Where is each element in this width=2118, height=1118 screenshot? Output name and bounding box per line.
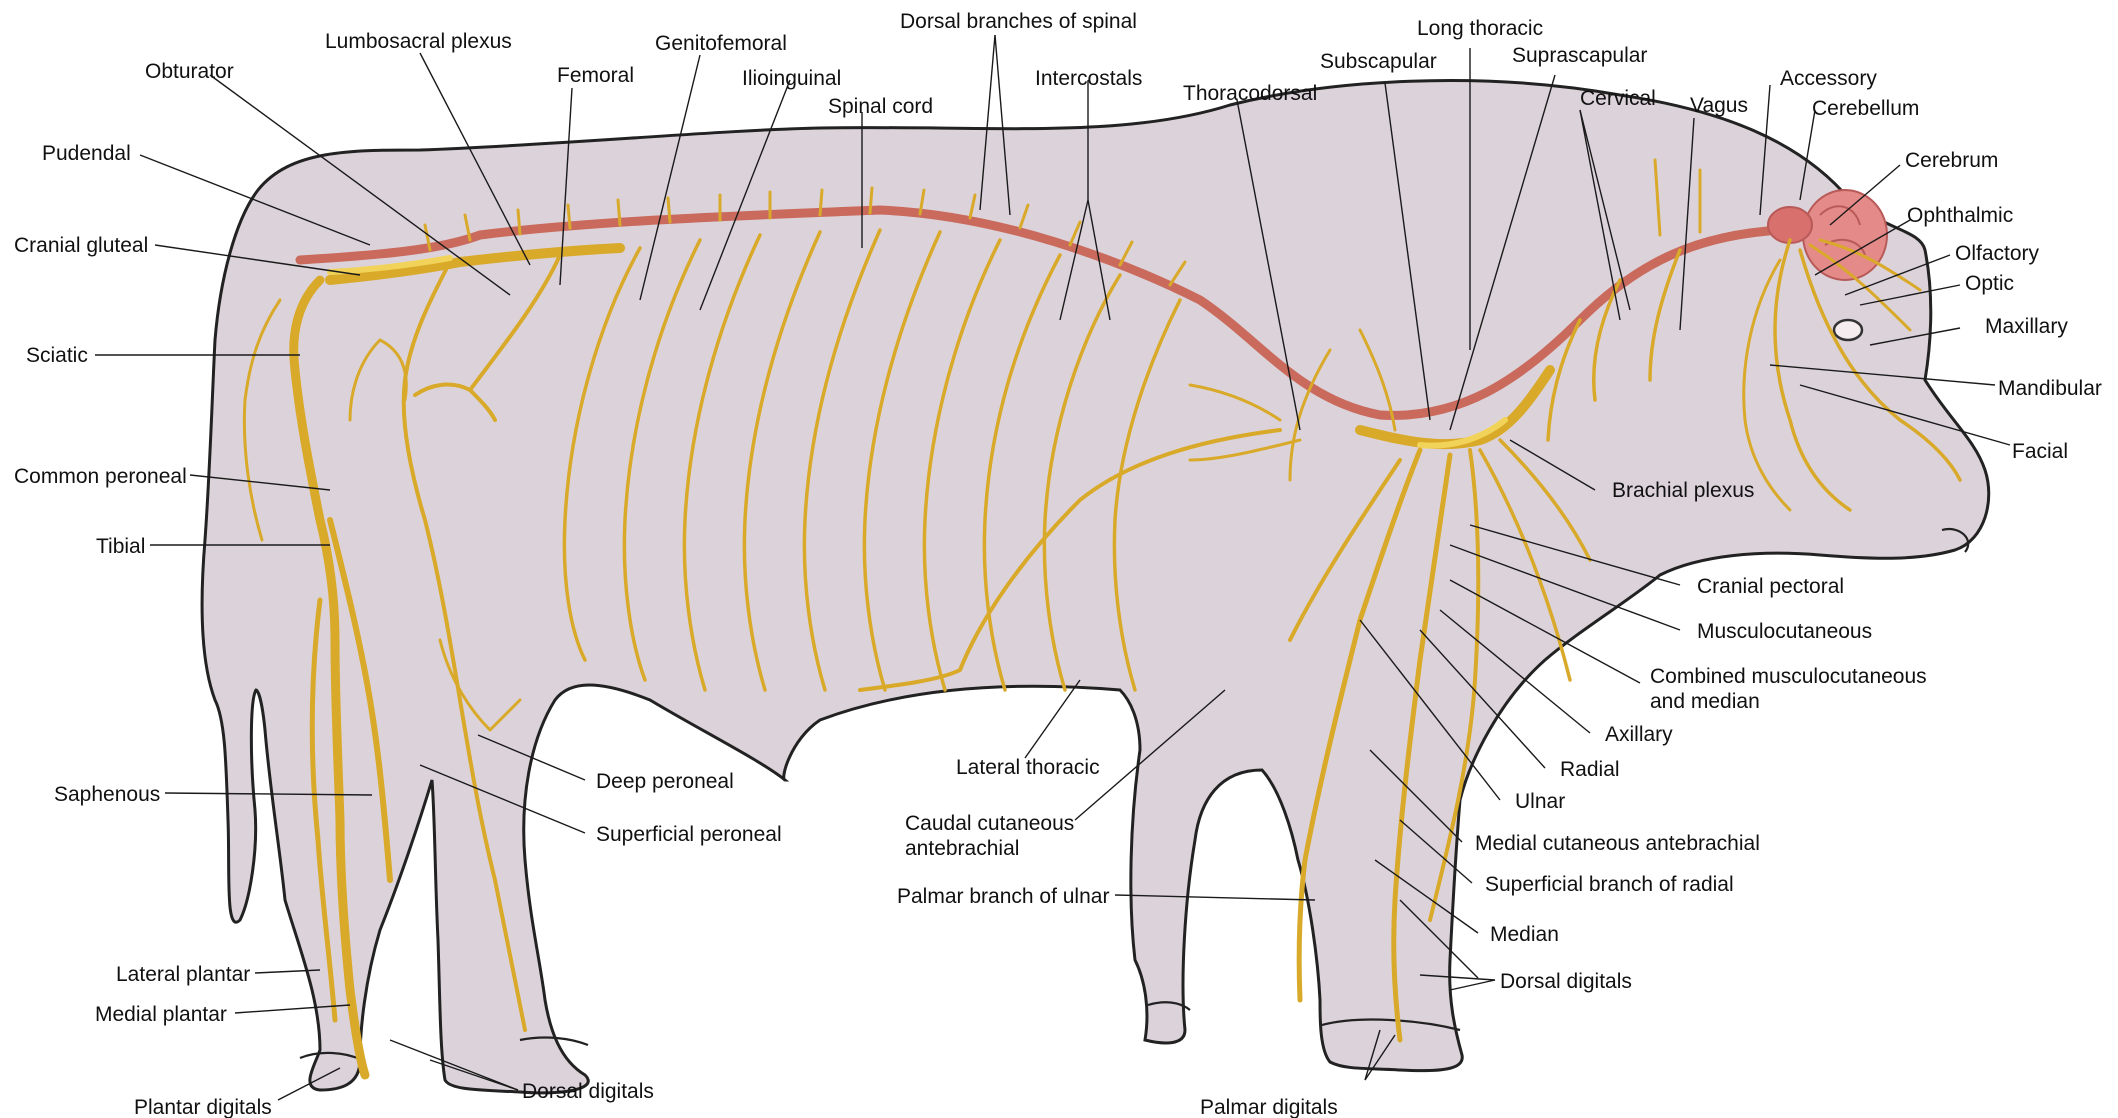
label-ulnar: Ulnar xyxy=(1515,790,1565,813)
label-common-peroneal: Common peroneal xyxy=(14,465,187,488)
label-vagus: Vagus xyxy=(1690,94,1748,117)
label-median: Median xyxy=(1490,923,1559,946)
label-suprascapular: Suprascapular xyxy=(1512,44,1647,67)
label-palmar-digitals: Palmar digitals xyxy=(1200,1096,1338,1118)
label-olfactory: Olfactory xyxy=(1955,242,2040,265)
label-cranial-gluteal: Cranial gluteal xyxy=(14,234,148,257)
label-lumbosacral-plexus: Lumbosacral plexus xyxy=(325,30,512,53)
label-pudendal: Pudendal xyxy=(42,142,131,165)
label-plantar-digitals: Plantar digitals xyxy=(134,1096,272,1118)
label-radial: Radial xyxy=(1560,758,1620,781)
label-genitofemoral: Genitofemoral xyxy=(655,32,787,55)
label-cerebellum: Cerebellum xyxy=(1812,97,1919,120)
label-femoral: Femoral xyxy=(557,64,634,87)
label-dorsal-digitals-fore: Dorsal digitals xyxy=(1500,970,1632,993)
label-obturator: Obturator xyxy=(145,60,234,83)
label-musculocutaneous: Musculocutaneous xyxy=(1697,620,1872,643)
label-deep-peroneal: Deep peroneal xyxy=(596,770,734,793)
label-tibial: Tibial xyxy=(96,535,145,558)
label-medial-plantar: Medial plantar xyxy=(95,1003,227,1026)
label-caudal-cutaneous-antebrachial-line2: antebrachial xyxy=(905,837,1019,860)
label-cranial-pectoral: Cranial pectoral xyxy=(1697,575,1844,598)
label-optic: Optic xyxy=(1965,272,2014,295)
label-palmar-branch-of-ulnar: Palmar branch of ulnar xyxy=(897,885,1109,908)
label-axillary: Axillary xyxy=(1605,723,1673,746)
label-caudal-cutaneous-antebrachial-line1: Caudal cutaneous xyxy=(905,812,1074,835)
label-saphenous: Saphenous xyxy=(54,783,160,806)
label-cervical: Cervical xyxy=(1580,87,1656,110)
label-combined-musculocutaneous-and-median-line2: and median xyxy=(1650,690,1760,713)
label-mandibular: Mandibular xyxy=(1998,377,2102,400)
label-cerebrum: Cerebrum xyxy=(1905,149,1998,172)
label-sciatic: Sciatic xyxy=(26,344,88,367)
label-medial-cutaneous-antebrachial: Medial cutaneous antebrachial xyxy=(1475,832,1760,855)
label-dorsal-branches-of-spinal: Dorsal branches of spinal xyxy=(900,10,1137,33)
label-subscapular: Subscapular xyxy=(1320,50,1437,73)
label-superficial-branch-of-radial: Superficial branch of radial xyxy=(1485,873,1734,896)
label-lateral-plantar: Lateral plantar xyxy=(116,963,250,986)
label-dorsal-digitals-hind: Dorsal digitals xyxy=(522,1080,654,1103)
label-thoracodorsal: Thoracodorsal xyxy=(1183,82,1317,105)
label-brachial-plexus: Brachial plexus xyxy=(1612,479,1754,502)
label-combined-musculocutaneous-and-median-line1: Combined musculocutaneous xyxy=(1650,665,1927,688)
label-intercostals: Intercostals xyxy=(1035,67,1142,90)
label-ophthalmic: Ophthalmic xyxy=(1907,204,2013,227)
label-lateral-thoracic: Lateral thoracic xyxy=(956,756,1100,779)
label-superficial-peroneal: Superficial peroneal xyxy=(596,823,782,846)
label-ilioinguinal: Ilioinguinal xyxy=(742,67,841,90)
label-accessory: Accessory xyxy=(1780,67,1877,90)
label-long-thoracic: Long thoracic xyxy=(1417,17,1543,40)
label-maxillary: Maxillary xyxy=(1985,315,2068,338)
label-spinal-cord: Spinal cord xyxy=(828,95,933,118)
label-facial: Facial xyxy=(2012,440,2068,463)
eye xyxy=(1834,320,1862,340)
